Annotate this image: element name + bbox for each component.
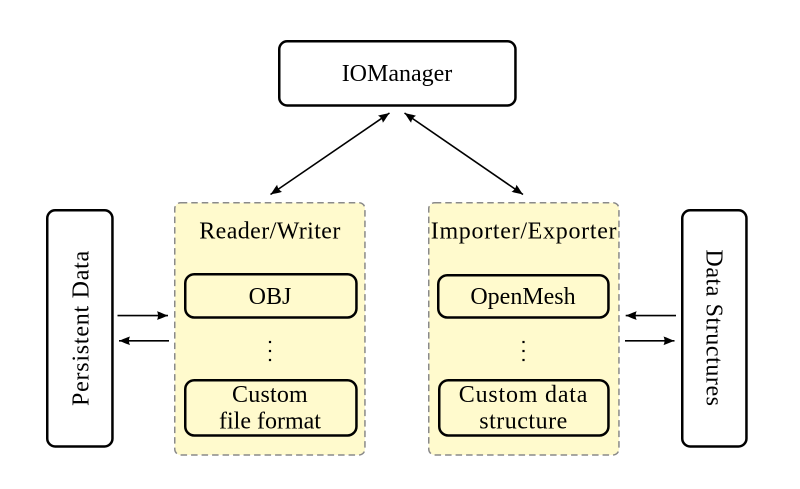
- svg-text:IOManager: IOManager: [342, 61, 453, 87]
- svg-text:file format: file format: [219, 409, 321, 435]
- svg-text:Reader/Writer: Reader/Writer: [199, 219, 341, 245]
- svg-text:Custom: Custom: [232, 382, 308, 408]
- svg-text:OBJ: OBJ: [249, 284, 292, 310]
- svg-text:OpenMesh: OpenMesh: [470, 284, 575, 310]
- svg-text:structure: structure: [479, 409, 567, 435]
- svg-text:Importer/Exporter: Importer/Exporter: [431, 219, 618, 245]
- svg-text:Data Structures: Data Structures: [701, 249, 727, 406]
- svg-text:Persistent Data: Persistent Data: [69, 250, 95, 406]
- svg-text:Custom data: Custom data: [459, 382, 588, 408]
